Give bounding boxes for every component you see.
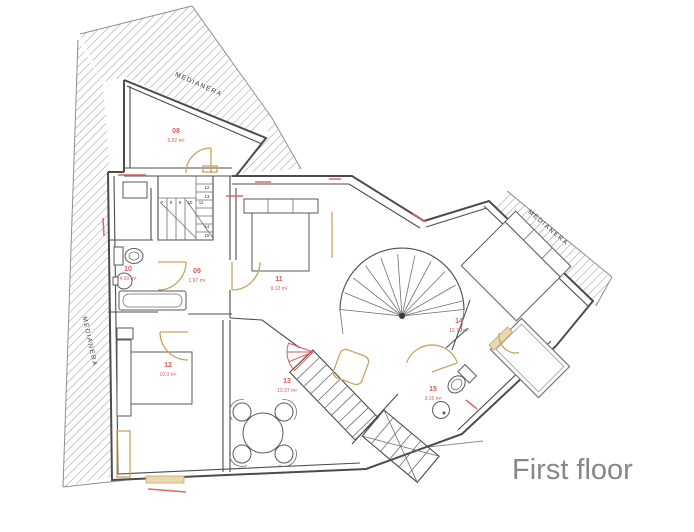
room-13-area: 13.97 m² [277,388,297,394]
bed-mattress [460,221,561,322]
room-08-number: 08 [172,128,180,135]
bathroom-15-fixtures [432,363,478,419]
sink-basin [432,401,450,419]
room-13-number: 13 [283,378,291,385]
step-number: 10 [188,200,193,205]
toilet-bowl-inner [128,251,140,261]
dining-table-set [229,399,297,467]
room-11-area: 9.12 m² [271,286,288,292]
step-number: 11 [199,200,204,205]
door-arc-room-11 [231,261,261,291]
room-labels: 08 5.92 m² 09 1.97 m² 10 4.00 m² 11 9.12… [120,128,470,402]
room-15-area: 3.16 m² [425,396,442,402]
toilet-bowl-inner [450,378,463,391]
page-title: First floor [512,454,633,486]
step-number: 12 [205,185,210,190]
sink-tap [112,276,119,286]
party-wall-hatch-left [62,39,114,488]
step-number: 13 [205,194,210,199]
room-12-number: 12 [164,362,172,369]
balcony-door-sill [488,326,513,351]
chair [232,402,252,422]
stair-step-numbers: 7 8 9 10 11 12 13 14 15 [161,185,210,238]
step-number: 7 [161,200,164,205]
bed-mattress [251,212,310,272]
room-12-area: 10.0 m² [160,372,177,378]
window-room-12 [116,430,131,478]
door-arc-room-12 [159,331,189,361]
step-number: 8 [170,200,173,205]
door-arc-room-08 [185,147,212,174]
door-arc-room-10 [157,261,187,291]
bed-mattress [130,351,193,405]
door-swings [116,147,520,484]
spiral-stair-post [399,313,405,319]
window-accents [102,174,478,493]
shower-tray [332,348,370,386]
party-wall-hatch-top-left [79,5,302,173]
room-11-number: 11 [275,276,283,283]
stair-winder-red [286,342,314,371]
step-number: 14 [205,224,210,229]
bed-headboard [243,198,319,214]
room-15-number: 15 [429,386,437,393]
room-14-area: 12.76 m² [449,328,469,334]
washbasin-counter [122,181,148,199]
stair-landing-door-frame [202,165,218,173]
room-10-number: 10 [124,266,132,273]
lower-staircase [361,409,440,484]
toilet-bowl [124,248,144,264]
room-14-number: 14 [455,318,463,325]
toilet-tank [113,246,124,266]
chair [274,402,294,422]
room-10-area: 4.00 m² [120,276,137,282]
bed-headboard [116,339,132,417]
bed-room-11 [243,198,319,272]
bathtub [118,290,187,311]
bathroom-10-fixtures [112,181,187,311]
window-sill-bottom [145,475,185,484]
nightstand [116,327,134,340]
dining-table [242,412,284,454]
room-09-number: 09 [193,268,201,275]
chair [274,444,294,464]
straight-staircase [289,349,379,441]
room-09-area: 1.97 m² [189,278,206,284]
bed-room-12 [116,327,193,417]
sink-drain [442,411,446,415]
step-number: 15 [205,233,210,238]
outer-walls [107,79,595,482]
step-number: 9 [179,200,182,205]
door-arc-room-15 [405,344,459,373]
bed-room-14 [460,210,572,322]
balcony [488,317,571,399]
interior-walls [108,167,471,472]
chair [232,444,252,464]
spiral-staircase [339,247,465,335]
bathtub-inner [122,293,183,308]
room-08-area: 5.92 m² [168,138,185,144]
door-arc-balcony [498,332,520,354]
main-staircase: 7 8 9 10 11 12 13 14 15 [157,165,218,241]
